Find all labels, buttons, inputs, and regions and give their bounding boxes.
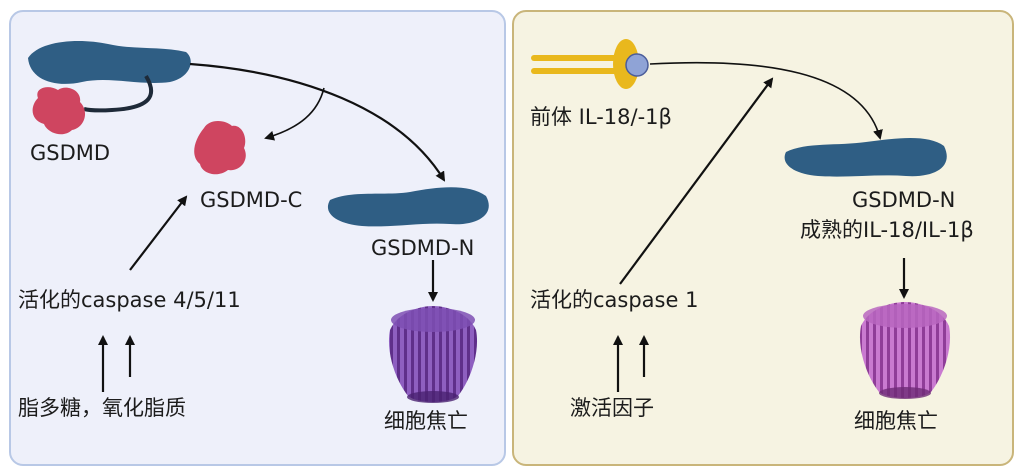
label-pyroptosis-left: 细胞焦亡 xyxy=(384,409,468,433)
label-activators: 激活因子 xyxy=(570,396,654,420)
gsdmd-linker xyxy=(83,74,153,113)
gsdmd-n-right-shape xyxy=(784,138,947,177)
precursor-il-icon xyxy=(531,39,649,89)
arrow-to-gsdmd-n-left xyxy=(189,62,446,182)
arrow-caspase-to-gsdmd-c xyxy=(129,195,188,271)
label-active-caspase-1: 活化的caspase 1 xyxy=(530,288,699,312)
label-triggers-left: 脂多糖，氧化脂质 xyxy=(18,396,186,420)
arrow-caspase1-to-precursor xyxy=(619,77,774,285)
label-gsdmd-n-left: GSDMD-N xyxy=(371,236,475,260)
label-mature-il: 成熟的IL-18/IL-1β xyxy=(800,218,974,242)
label-gsdmd-c: GSDMD-C xyxy=(200,188,303,212)
arrow-to-gsdmd-n-right xyxy=(649,61,883,140)
pore-icon-left xyxy=(388,306,478,403)
label-active-caspase-4-5-11: 活化的caspase 4/5/11 xyxy=(18,288,241,312)
pore-icon-right xyxy=(859,302,951,399)
label-gsdmd: GSDMD xyxy=(30,141,111,165)
gsdmd-full-protein-shape xyxy=(28,40,191,84)
gsdmd-n-left-shape xyxy=(327,187,489,227)
gsdmd-c-domain-attached-shape xyxy=(32,87,86,135)
label-pyroptosis-right: 细胞焦亡 xyxy=(854,409,938,433)
label-gsdmd-n-right: GSDMD-N xyxy=(852,188,956,212)
label-precursor-il: 前体 IL-18/-1β xyxy=(530,105,672,129)
arrow-to-gsdmd-c xyxy=(264,87,325,141)
gsdmd-c-free-shape xyxy=(194,121,246,175)
